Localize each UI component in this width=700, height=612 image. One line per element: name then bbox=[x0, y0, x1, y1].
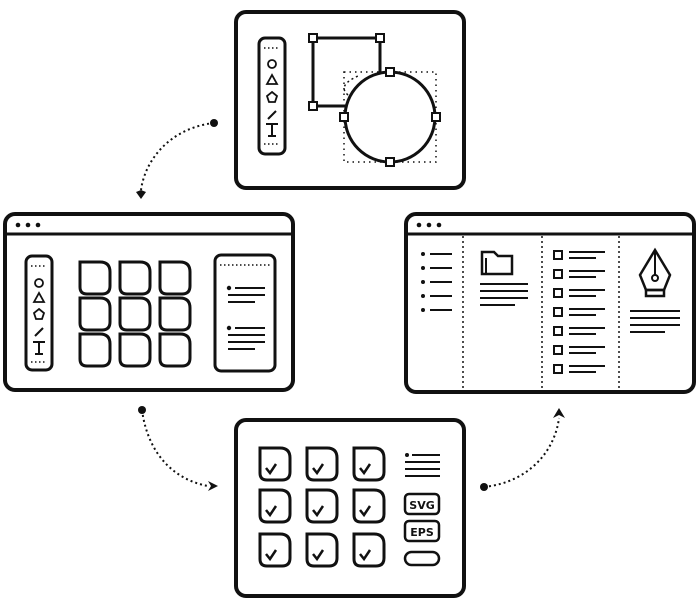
svg-export-button[interactable]: SVG bbox=[403, 492, 441, 516]
window-dot-icon[interactable] bbox=[25, 222, 31, 228]
organize-checklist bbox=[553, 250, 605, 374]
resize-handle[interactable] bbox=[431, 112, 441, 122]
resize-handle[interactable] bbox=[339, 112, 349, 122]
organize-bullet-list bbox=[421, 252, 452, 312]
arrowhead-icon bbox=[553, 408, 565, 418]
pentagon-tool-icon[interactable] bbox=[265, 90, 279, 103]
checkbox[interactable] bbox=[553, 326, 563, 336]
checkbox[interactable] bbox=[553, 345, 563, 355]
window-dot-icon[interactable] bbox=[35, 222, 41, 228]
arrow-library-to-export bbox=[138, 406, 218, 491]
window-dot-icon[interactable] bbox=[436, 222, 442, 228]
arrowhead-icon bbox=[208, 481, 218, 491]
checkbox[interactable] bbox=[553, 364, 563, 374]
organize-pen-column bbox=[630, 247, 680, 333]
selected-circle[interactable] bbox=[339, 67, 441, 167]
arrow-drawing-to-library bbox=[136, 119, 218, 199]
arrowhead-icon bbox=[136, 190, 146, 199]
triangle-tool-icon[interactable] bbox=[32, 291, 46, 303]
rotation-guide bbox=[343, 75, 359, 96]
arrow-export-to-organize bbox=[480, 408, 565, 491]
window-dot-icon[interactable] bbox=[426, 222, 432, 228]
circle-tool-icon[interactable] bbox=[267, 59, 277, 69]
pen-nib-icon[interactable] bbox=[638, 247, 672, 298]
eps-export-button[interactable]: EPS bbox=[403, 519, 441, 543]
export-details bbox=[405, 453, 440, 477]
export-panel-frame bbox=[234, 418, 466, 598]
triangle-tool-icon[interactable] bbox=[265, 73, 279, 85]
checkbox[interactable] bbox=[553, 307, 563, 317]
library-panel bbox=[3, 212, 295, 392]
text-tool-icon[interactable] bbox=[33, 341, 45, 355]
organize-panel bbox=[404, 212, 696, 394]
resize-handle[interactable] bbox=[308, 33, 318, 43]
organize-folder-column bbox=[480, 250, 528, 306]
circle-tool-icon[interactable] bbox=[34, 278, 44, 288]
library-inspector bbox=[213, 253, 277, 373]
eps-format-label: EPS bbox=[410, 526, 434, 539]
line-tool-icon[interactable] bbox=[267, 110, 277, 120]
resize-handle[interactable] bbox=[375, 33, 385, 43]
resize-handle[interactable] bbox=[385, 157, 395, 167]
line-tool-icon[interactable] bbox=[34, 327, 44, 337]
folder-icon[interactable] bbox=[480, 250, 514, 276]
drawing-panel bbox=[234, 10, 466, 190]
window-dot-icon[interactable] bbox=[416, 222, 422, 228]
checkbox[interactable] bbox=[553, 250, 563, 260]
svg-format-label: SVG bbox=[409, 499, 434, 512]
export-action-button[interactable] bbox=[403, 550, 441, 567]
pentagon-tool-icon[interactable] bbox=[32, 307, 46, 320]
checkbox[interactable] bbox=[553, 269, 563, 279]
checkbox[interactable] bbox=[553, 288, 563, 298]
text-tool-icon[interactable] bbox=[266, 123, 278, 137]
drawing-toolbar bbox=[257, 36, 287, 156]
resize-handle[interactable] bbox=[385, 67, 395, 77]
library-toolbar bbox=[24, 254, 54, 372]
resize-handle[interactable] bbox=[308, 101, 318, 111]
organize-window-frame bbox=[404, 212, 696, 394]
flow-arrows bbox=[136, 75, 565, 491]
window-dot-icon[interactable] bbox=[15, 222, 21, 228]
export-panel: SVG EPS bbox=[234, 418, 466, 598]
